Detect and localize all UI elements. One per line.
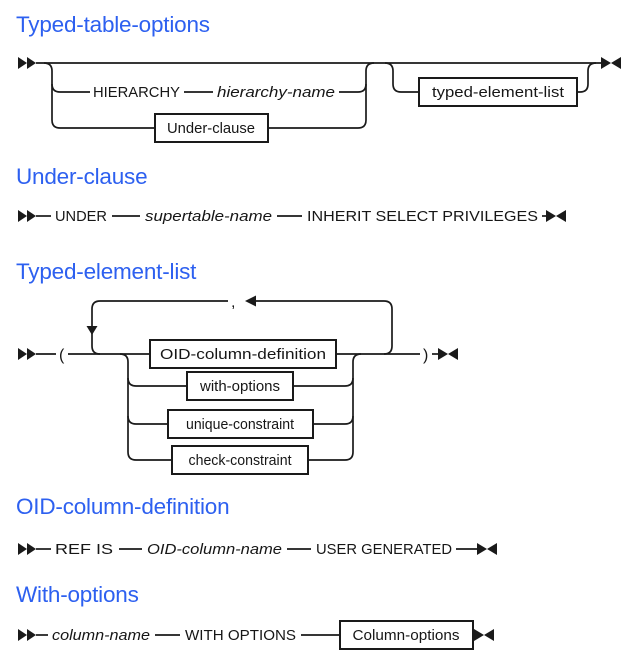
rail-line — [577, 62, 597, 93]
rail-line — [344, 377, 354, 387]
section-heading-typed-element-list: Typed-element-list — [16, 259, 197, 284]
keyword-user-generated: USER GENERATED — [316, 541, 452, 558]
end-arrow-icon — [448, 348, 458, 360]
start-arrow-icon — [18, 57, 27, 69]
keyword-hierarchy: HIERARCHY — [93, 84, 180, 101]
fragment-label-typed-element-list: typed-element-list — [432, 84, 565, 101]
end-arrow-icon — [487, 543, 497, 555]
loop-down-arrow-icon — [86, 326, 98, 335]
end-arrow-icon — [438, 348, 448, 360]
rail-line — [91, 300, 228, 355]
diagram-typed-element-list: ( , OID-column-definition with-options — [18, 294, 458, 475]
start-arrow-icon — [27, 348, 36, 360]
end-arrow-icon — [556, 210, 566, 222]
punct-close-paren: ) — [423, 347, 428, 364]
fragment-label-check-constraint: check-constraint — [189, 452, 293, 469]
diagram-under-clause: UNDER supertable-name INHERIT SELECT PRI… — [18, 208, 566, 225]
start-arrow-icon — [27, 629, 36, 641]
rail-line — [384, 62, 419, 93]
fragment-link-check-constraint[interactable]: check-constraint — [171, 445, 309, 475]
start-arrow-icon — [27, 543, 36, 555]
rail-line — [127, 415, 137, 425]
start-arrow-icon — [18, 543, 27, 555]
diagram-typed-table-options: HIERARCHY hierarchy-name Under-clause ty… — [18, 57, 621, 143]
start-arrow-icon — [27, 210, 36, 222]
variable-column-name: column-name — [52, 627, 150, 644]
section-heading-typed-table-options: Typed-table-options — [16, 12, 210, 37]
section-heading-under-clause: Under-clause — [16, 164, 148, 189]
rail-line — [119, 353, 137, 461]
fragment-label-with-options: with-options — [199, 378, 280, 395]
end-arrow-icon — [611, 57, 621, 69]
fragment-label-unique-constraint: unique-constraint — [186, 416, 295, 433]
keyword-with-options: WITH OPTIONS — [185, 627, 296, 644]
end-arrow-icon — [601, 57, 611, 69]
rail-line — [51, 83, 61, 93]
rail-line — [357, 62, 375, 129]
fragment-link-column-options[interactable]: Column-options — [339, 620, 474, 650]
fragment-box — [339, 620, 474, 650]
fragment-label-under-clause: Under-clause — [167, 120, 255, 137]
diagram-oid-column-definition: REF IS OID-column-name USER GENERATED — [18, 541, 497, 558]
variable-hierarchy-name: hierarchy-name — [217, 84, 335, 101]
fragment-link-with-options[interactable]: with-options — [186, 371, 294, 401]
start-arrow-icon — [18, 210, 27, 222]
rail-line — [357, 83, 367, 93]
variable-oid-column-name: OID-column-name — [147, 541, 282, 558]
section-heading-with-options: With-options — [16, 582, 139, 607]
start-arrow-icon — [18, 348, 27, 360]
keyword-inherit-select-privileges: INHERIT SELECT PRIVILEGES — [307, 208, 538, 225]
diagram-with-options: column-name WITH OPTIONS Column-options — [18, 620, 494, 650]
fragment-label-oid-column-definition: OID-column-definition — [160, 346, 326, 363]
end-arrow-icon — [474, 629, 484, 641]
fragment-link-oid-column-definition[interactable]: OID-column-definition — [149, 339, 337, 369]
fragment-link-under-clause[interactable]: Under-clause — [154, 113, 269, 143]
rail-line — [256, 300, 393, 355]
end-arrow-icon — [484, 629, 494, 641]
loop-comma: , — [231, 294, 235, 311]
end-arrow-icon — [546, 210, 556, 222]
rail-line — [344, 353, 362, 461]
rail-line — [344, 415, 354, 425]
variable-supertable-name: supertable-name — [145, 208, 272, 225]
fragment-link-typed-element-list[interactable]: typed-element-list — [418, 77, 578, 107]
rail-line — [127, 377, 137, 387]
rail-line — [43, 62, 61, 129]
keyword-ref-is: REF IS — [55, 541, 113, 558]
section-heading-oid-column-definition: OID-column-definition — [16, 494, 230, 519]
start-arrow-icon — [27, 57, 36, 69]
punct-open-paren: ( — [59, 347, 65, 364]
end-arrow-icon — [477, 543, 487, 555]
loop-left-arrow-icon — [245, 295, 256, 307]
fragment-link-unique-constraint[interactable]: unique-constraint — [167, 409, 314, 439]
fragment-label-column-options: Column-options — [353, 627, 460, 644]
start-arrow-icon — [18, 629, 27, 641]
keyword-under: UNDER — [55, 208, 107, 225]
